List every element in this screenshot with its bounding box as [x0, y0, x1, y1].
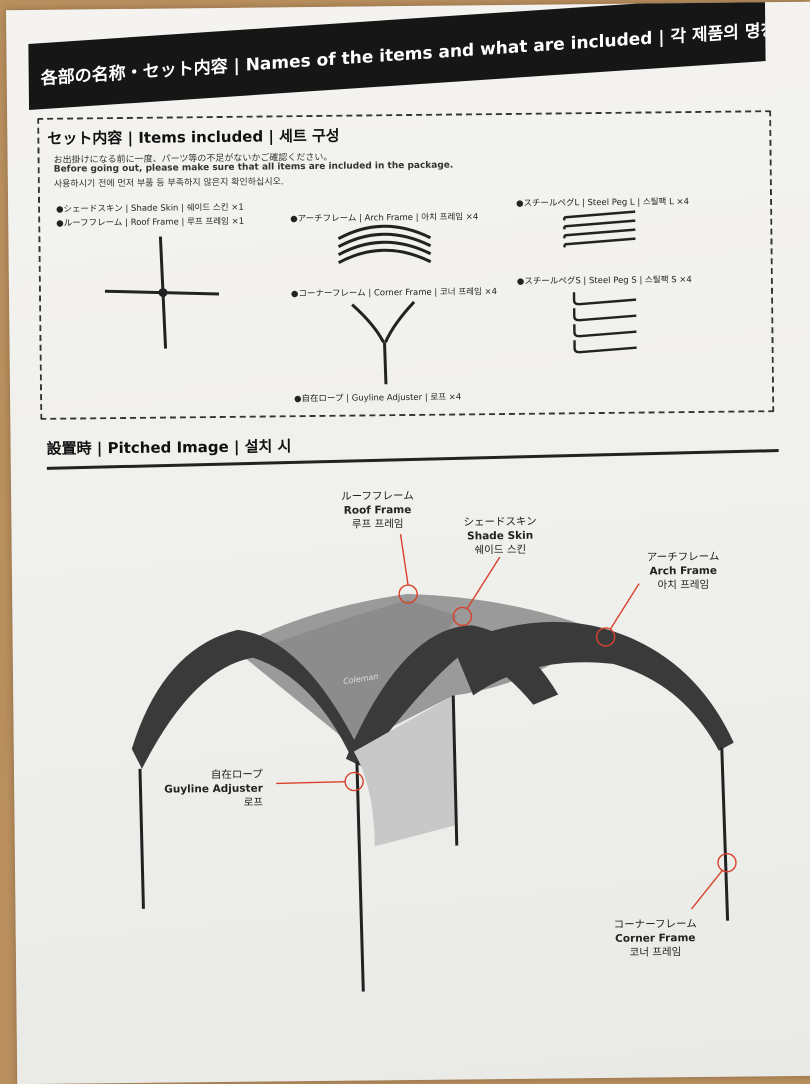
steel-peg-s-drawing — [572, 292, 637, 354]
callout-corner-frame: コーナーフレーム Corner Frame 코너 프레임 — [613, 918, 697, 959]
tent-arch-left — [131, 629, 359, 769]
roof-frame-drawing — [104, 236, 220, 349]
callout-arch-frame: アーチフレーム Arch Frame 아치 프레임 — [646, 550, 720, 592]
callout-leaders — [276, 534, 737, 910]
arch-frame-drawing — [337, 224, 432, 265]
tent-arch-right — [452, 621, 734, 751]
tent-front-panel — [262, 600, 458, 742]
callout-guyline-adjuster: 自在ロープ Guyline Adjuster 로프 — [164, 768, 264, 809]
parts-illustrations — [104, 210, 637, 385]
instruction-sheet: 各部の名称・セット内容 | Names of the items and wha… — [6, 1, 810, 1084]
steel-peg-l-drawing — [563, 210, 636, 248]
callout-roof-frame: ルーフフレーム Roof Frame 루프 프레임 — [341, 489, 414, 531]
corner-frame-drawing — [351, 300, 416, 385]
callout-shade-skin: シェードスキン Shade Skin 쉐이드 스킨 — [463, 515, 537, 557]
tent-illustration — [131, 534, 737, 992]
tent-back-panel — [353, 695, 455, 847]
tent-legs — [138, 695, 730, 992]
